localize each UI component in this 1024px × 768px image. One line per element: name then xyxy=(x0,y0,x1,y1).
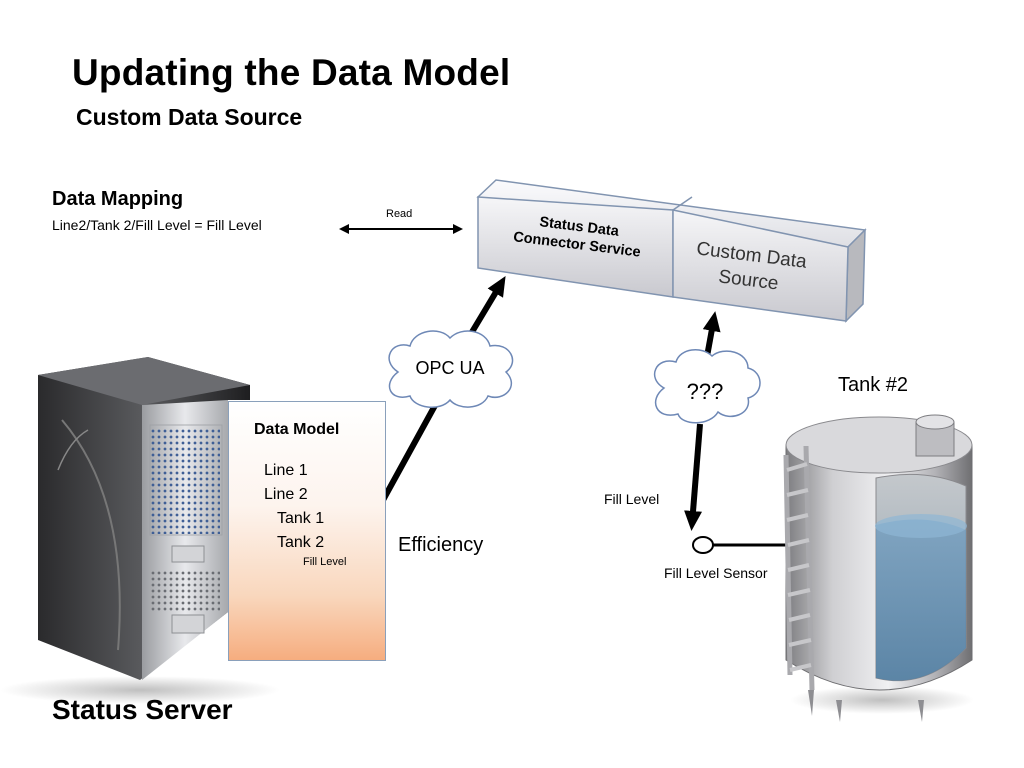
opc-cloud xyxy=(388,330,514,408)
tank-label: Tank #2 xyxy=(838,374,909,396)
server-label: Status Server xyxy=(52,694,233,725)
data-model-title: Data Model xyxy=(254,421,340,438)
data-model-panel xyxy=(228,401,386,661)
page-subtitle: Custom Data Source xyxy=(76,104,303,130)
unknown-protocol-label: ??? xyxy=(686,379,724,404)
sensor-label: Fill Level Sensor xyxy=(664,565,768,581)
mapping-heading: Data Mapping xyxy=(52,188,184,210)
server-vent-grille-upper xyxy=(150,428,220,534)
service-box xyxy=(476,179,867,323)
page-title: Updating the Data Model xyxy=(72,52,511,93)
data-model-line2: Line 2 xyxy=(264,486,308,503)
tank-image xyxy=(783,414,974,722)
efficiency-label: Efficiency xyxy=(398,534,484,556)
data-model-line1: Line 1 xyxy=(264,462,308,479)
server-vent-grille-lower xyxy=(150,570,220,612)
data-model-fill-level: Fill Level xyxy=(303,556,347,568)
fill-level-label: Fill Level xyxy=(604,491,660,507)
data-model-tank1: Tank 1 xyxy=(277,510,325,527)
read-label: Read xyxy=(386,208,413,220)
mapping-text: Line2/Tank 2/Fill Level = Fill Level xyxy=(52,217,262,233)
opc-ua-label: OPC UA xyxy=(415,358,485,378)
data-model-tank2: Tank 2 xyxy=(277,534,325,551)
unknown-cloud xyxy=(653,349,761,424)
fill-level-sensor xyxy=(692,536,788,554)
